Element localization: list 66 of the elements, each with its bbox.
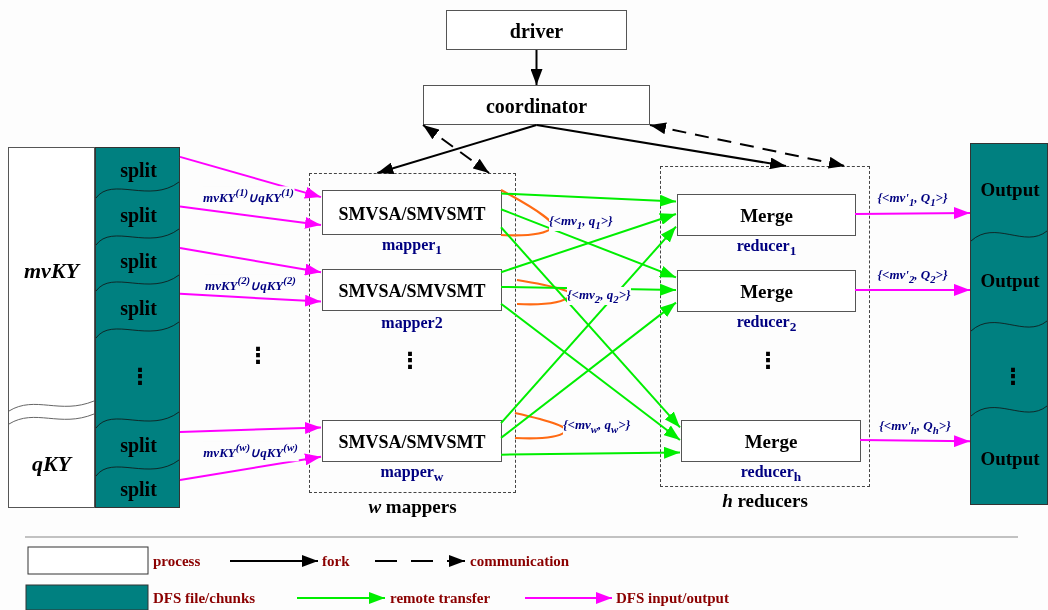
- ellipsis: ⋮: [247, 342, 269, 368]
- node-label: mvKY: [23, 257, 82, 284]
- arrow: [179, 247, 322, 276]
- arrow: [535, 124, 787, 170]
- arrow: [854, 283, 971, 296]
- arrow: [859, 435, 971, 448]
- node-caption: reducer$_{2}$: [735, 312, 798, 336]
- arrow: [500, 446, 681, 459]
- node-caption: reducer$_{h}$: [739, 462, 803, 486]
- edge-label: mvKY$^{(w)}$∪qKY$^{(w)}$: [202, 441, 299, 462]
- node-label: split: [119, 158, 158, 181]
- arrow: [179, 421, 322, 434]
- legend-label: communication: [470, 552, 570, 570]
- arrow: [179, 292, 322, 307]
- arrow: [179, 453, 322, 481]
- arrow: [649, 122, 846, 169]
- file-column: [8, 147, 95, 508]
- legend-label: fork: [322, 552, 350, 570]
- arrow: [500, 192, 677, 207]
- node-caption: mapper$_{1}$: [381, 235, 443, 259]
- edge-label: {<mv'$_{1}$, Q$_{1}$>}: [876, 190, 949, 209]
- edge-label: mvKY$^{(1)}$∪qKY$^{(1)}$: [202, 186, 295, 206]
- edge-label: {<mv'$_{2}$, Q$_{2}$>}: [876, 267, 949, 285]
- group-title: w mappers: [367, 496, 458, 518]
- ellipsis: ⋮: [129, 363, 151, 389]
- node-label: split: [119, 477, 158, 501]
- node-label: Output: [979, 447, 1041, 470]
- legend-label: process: [153, 552, 201, 569]
- node-label: driver: [508, 19, 565, 43]
- ellipsis: ⋮: [1002, 363, 1024, 389]
- ellipsis: ⋮: [757, 347, 779, 373]
- set-label: {<mv$_{1}$, q$_{1}$>}: [549, 213, 613, 231]
- node-label: SMVSA/SMVSMT: [337, 431, 487, 453]
- legend-label: remote transfer: [390, 589, 491, 607]
- legend-label: DFS file/chunks: [153, 589, 256, 606]
- node-caption: mapper2: [380, 314, 444, 332]
- node-label: coordinator: [484, 94, 589, 118]
- arrow: [422, 124, 491, 174]
- ellipsis: ⋮: [399, 347, 421, 373]
- legend-label: DFS input/output: [616, 589, 729, 607]
- node-label: split: [119, 203, 158, 226]
- node-label: Merge: [739, 281, 794, 303]
- process-box: [446, 10, 627, 50]
- node-label: Output: [979, 270, 1041, 292]
- group-title: h reducers: [721, 490, 809, 512]
- node-label: split: [119, 296, 158, 319]
- node-label: split: [119, 433, 158, 457]
- chunk-column: [95, 147, 180, 508]
- chunk-column: [970, 143, 1048, 505]
- arrow: [179, 205, 322, 229]
- arrow: [376, 124, 538, 175]
- node-label: qKY: [30, 450, 74, 477]
- set-label: {<mv$_{2}$, q$_{2}$>}: [567, 287, 631, 305]
- arrow: [854, 207, 971, 220]
- edge-label: mvKY$^{(2)}$∪qKY$^{(2)}$: [204, 274, 297, 294]
- node-label: Merge: [743, 431, 799, 453]
- arrow: [530, 49, 543, 86]
- node-label: SMVSA/SMVSMT: [337, 280, 487, 302]
- node-label: Merge: [739, 205, 794, 227]
- node-caption: mapper$_{w}$: [379, 462, 445, 486]
- set-label: {<mv$_{w}$, q$_{w}$>}: [563, 417, 631, 435]
- process-box: [423, 85, 650, 125]
- node-label: split: [119, 249, 158, 273]
- node-label: SMVSA/SMVSMT: [337, 203, 487, 224]
- node-label: Output: [979, 179, 1041, 201]
- node-caption: reducer$_{1}$: [735, 236, 798, 260]
